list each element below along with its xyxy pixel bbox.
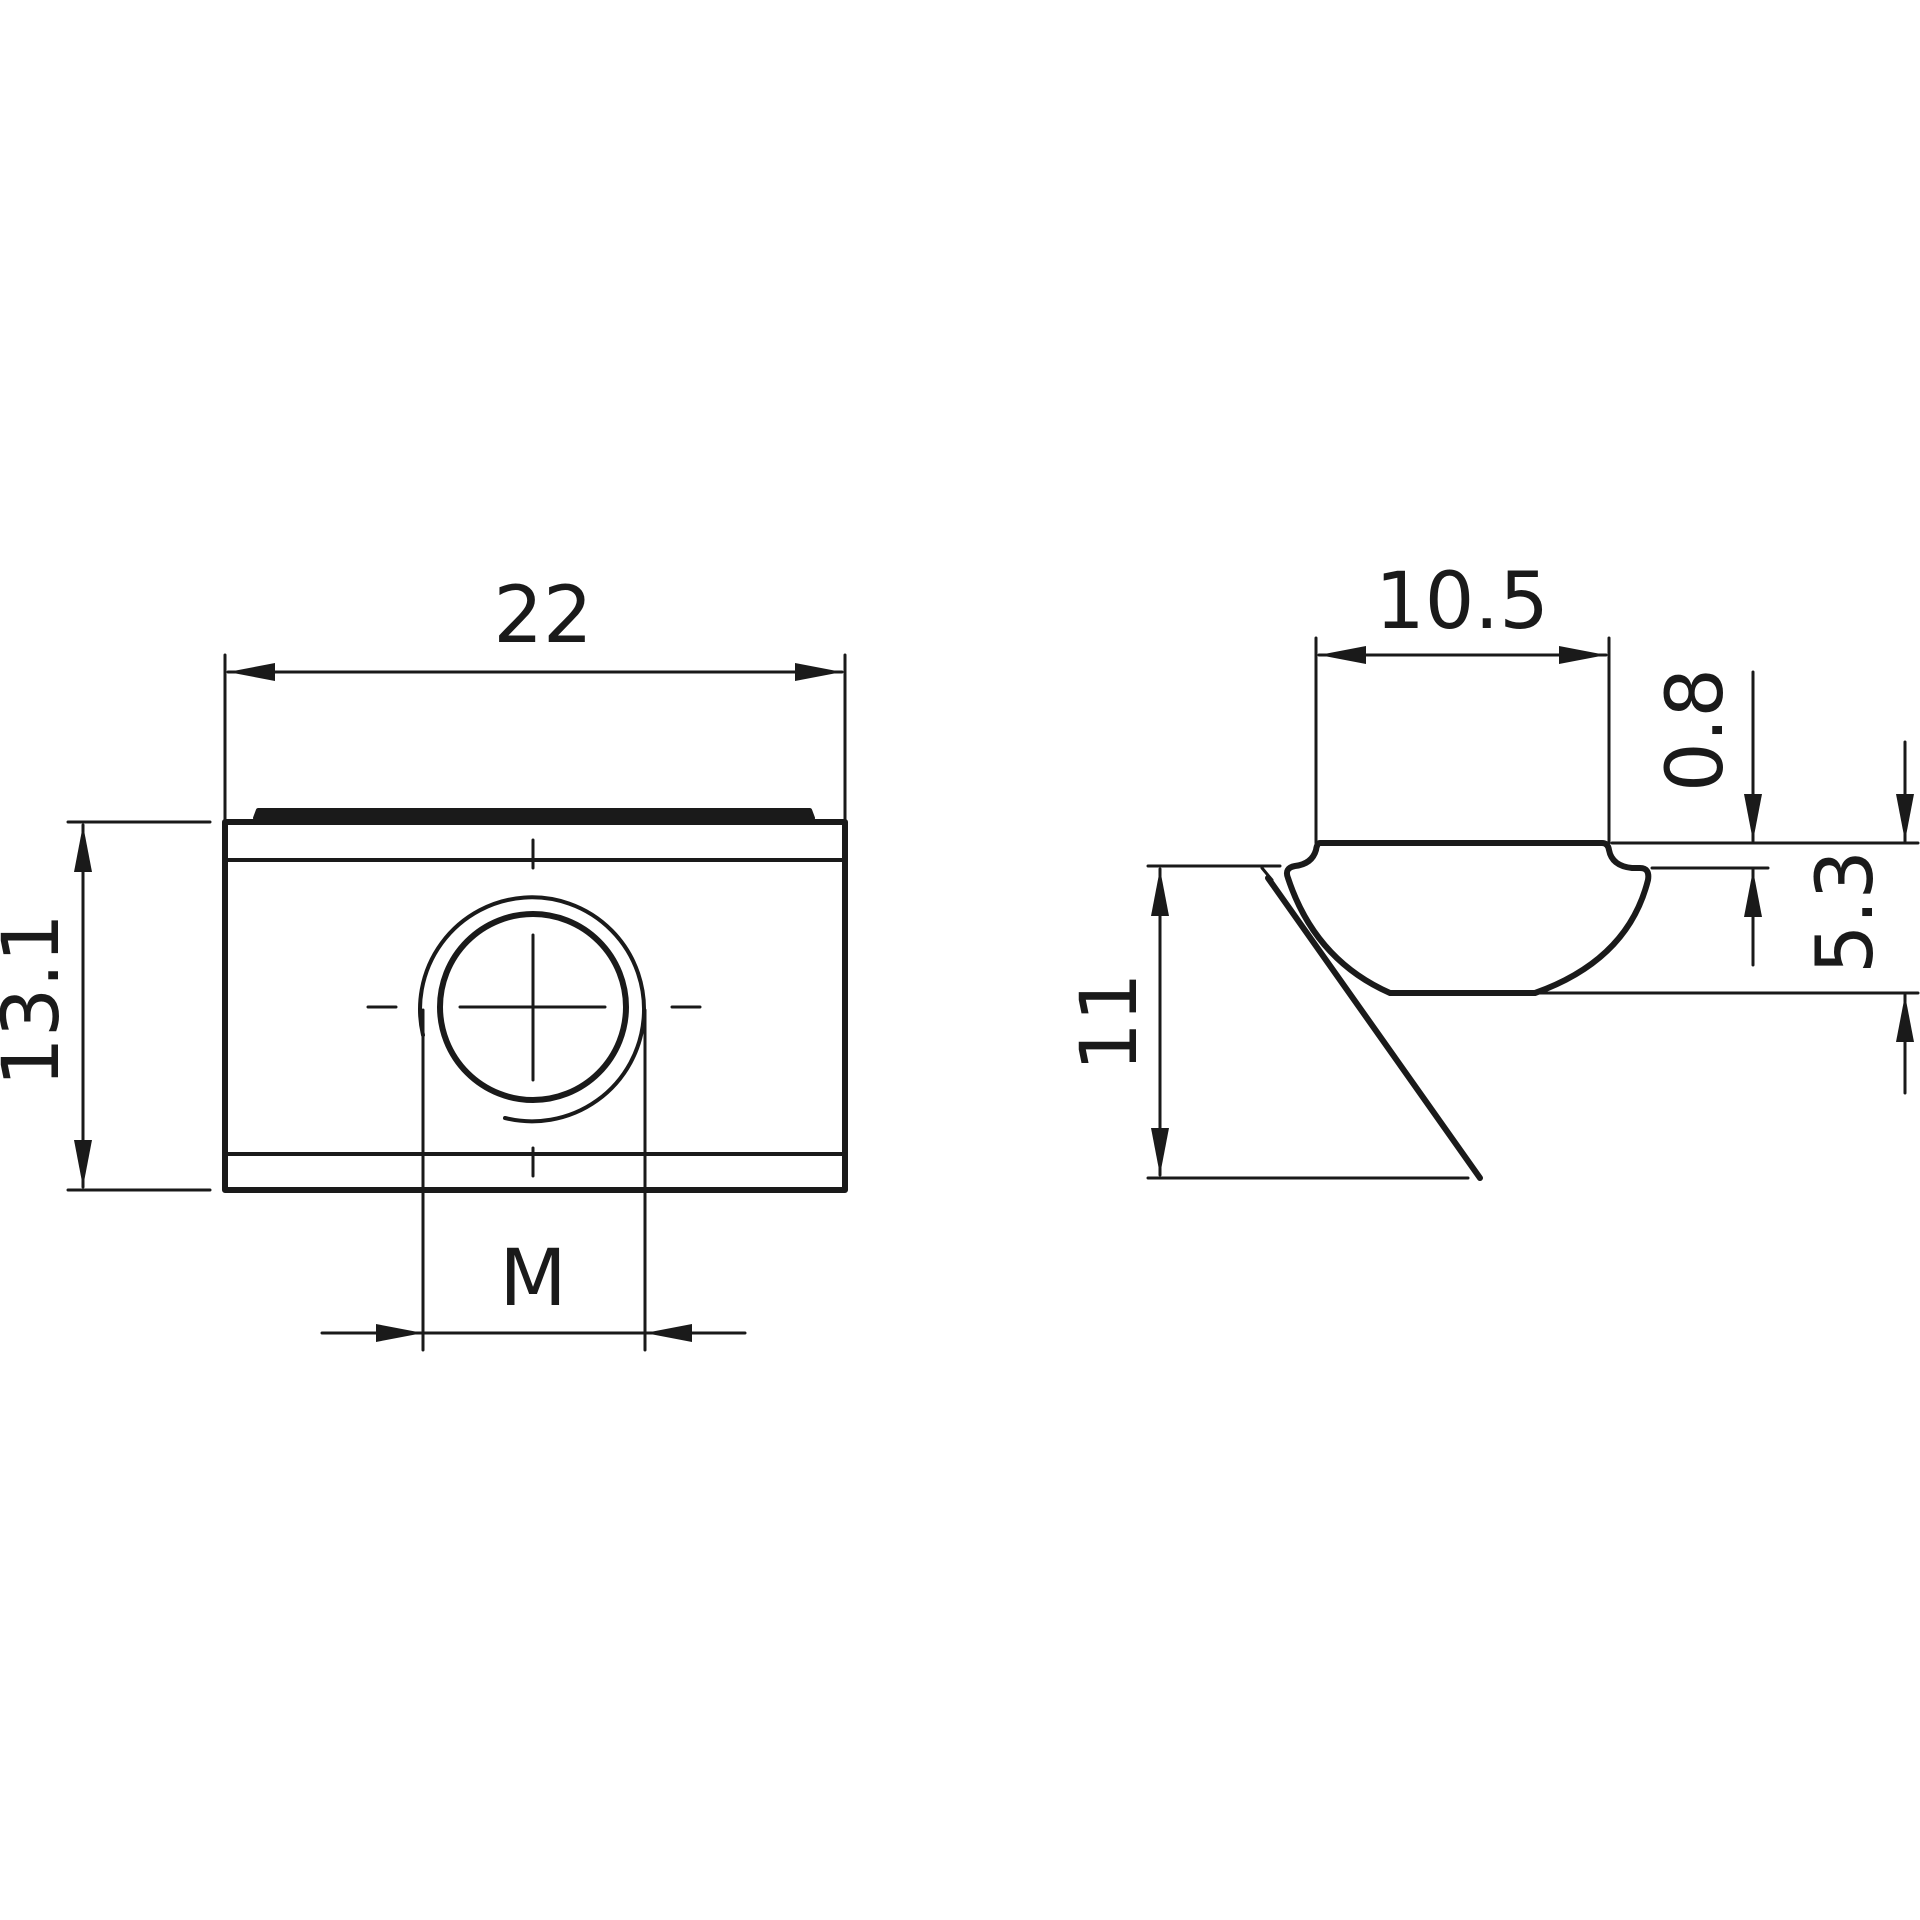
arrowhead: [74, 825, 92, 872]
arrowhead: [1559, 646, 1606, 664]
dimension-width-22: 22: [223, 571, 847, 824]
dimension-thread-m: M: [320, 1008, 747, 1352]
arrowhead: [1744, 794, 1762, 841]
arrowhead: [795, 663, 842, 681]
nut-body-profile: [1283, 840, 1652, 996]
arrowhead: [74, 1140, 92, 1187]
dimension-label: 13.1: [0, 913, 77, 1087]
side-view: [1260, 840, 1652, 1181]
dimension-label: M: [499, 1234, 566, 1324]
dimension-overall-height-11: 11: [1065, 864, 1470, 1180]
dimension-height-13-1: 13.1: [0, 820, 212, 1192]
dimension-label: 5.3: [1801, 850, 1891, 974]
spring-leaf: [1265, 875, 1483, 1181]
arrowhead: [376, 1324, 423, 1342]
arrowhead: [645, 1324, 692, 1342]
dimension-label: 10.5: [1375, 557, 1549, 647]
spring-leaf-tip: [1260, 866, 1274, 882]
front-view-spring-plate: [253, 808, 815, 820]
arrowhead: [1744, 870, 1762, 917]
arrowhead: [1896, 995, 1914, 1042]
arrowhead: [1896, 794, 1914, 841]
front-view-outline: [222, 819, 848, 1193]
dimension-label: 22: [493, 571, 592, 661]
arrowhead: [228, 663, 275, 681]
arrowhead: [1319, 646, 1366, 664]
dimension-label: 11: [1065, 972, 1155, 1071]
thread-hole-outer-arc: [418, 895, 647, 1124]
dimension-body-height-5-3: 5.3: [1538, 740, 1920, 1095]
thread-hole-circle: [437, 911, 629, 1103]
arrowhead: [1151, 869, 1169, 916]
front-view: [222, 808, 848, 1193]
arrowhead: [1151, 1128, 1169, 1175]
dimension-step-0-8: 0.8: [1610, 668, 1920, 967]
dimension-label: 0.8: [1651, 668, 1741, 792]
dimension-top-width-10-5: 10.5: [1314, 557, 1611, 845]
